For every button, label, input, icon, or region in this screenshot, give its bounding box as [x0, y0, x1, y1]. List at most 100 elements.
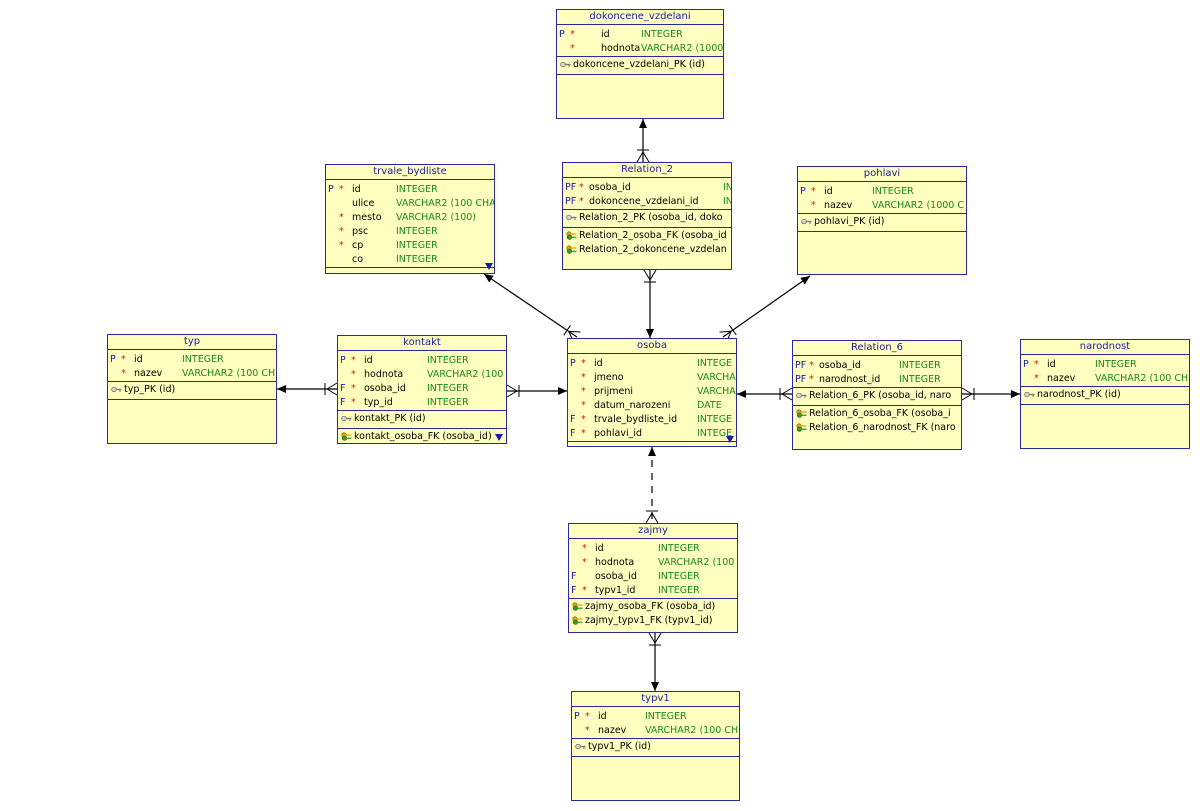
- crow-foot: [649, 269, 657, 281]
- more-columns-arrow-icon[interactable]: [485, 263, 493, 270]
- entity-relation-2[interactable]: Relation_2PF*osoba_idINTPF*dokoncene_vzd…: [562, 162, 732, 270]
- column-type: INTEGER: [872, 186, 914, 197]
- key-flag: P: [1023, 359, 1029, 370]
- foreign-key-label: zajmy_osoba_FK (osoba_id): [585, 601, 716, 612]
- arrowhead: [484, 274, 494, 283]
- column-type: INTEGER: [658, 585, 700, 596]
- key-flag: F: [340, 383, 346, 394]
- column-type: VARCHAR2 (100 CH: [1095, 373, 1189, 384]
- column-name: jmeno: [594, 372, 624, 383]
- column-name: psc: [352, 226, 369, 237]
- more-columns-arrow-icon[interactable]: [495, 434, 503, 441]
- column-name: id: [824, 186, 833, 197]
- key-flag: P: [559, 29, 565, 40]
- foreign-key-row: Relation_2_dokoncene_vzdelan: [563, 243, 731, 257]
- mandatory-marker: *: [339, 240, 344, 251]
- column-type: INTEGER: [396, 254, 438, 265]
- key-flag: F: [571, 585, 577, 596]
- entity-title: osoba: [568, 339, 736, 354]
- mandatory-marker: *: [809, 360, 814, 371]
- crow-foot: [506, 384, 518, 392]
- primary-key-section: Relation_6_PK (osoba_id, naro: [793, 388, 961, 406]
- arrowhead: [558, 387, 567, 395]
- primary-key-section: kontakt_PK (id): [338, 411, 506, 429]
- foreign-key-label: Relation_6_osoba_FK (osoba_i: [809, 408, 951, 419]
- mandatory-marker: *: [582, 543, 587, 554]
- mandatory-marker: *: [579, 196, 584, 207]
- crow-foot: [961, 387, 973, 395]
- entity-title: zajmy: [569, 524, 737, 539]
- column-name: dokoncene_vzdelani_id: [589, 196, 699, 207]
- column-type: VARCHAR2 (100 CHA: [396, 198, 495, 209]
- primary-key-row: typ_PK (id): [108, 383, 276, 397]
- foreign-key-row: zajmy_osoba_FK (osoba_id): [569, 600, 737, 614]
- mandatory-marker: *: [121, 354, 126, 365]
- arrowhead: [277, 385, 286, 393]
- column-name: nazev: [824, 200, 853, 211]
- column-type: DATE: [697, 400, 722, 411]
- column-type: VARCHAR2 (100 CH: [645, 725, 739, 736]
- column-name: id: [352, 184, 361, 195]
- column-name: prijmeni: [594, 386, 633, 397]
- arrowhead: [800, 276, 810, 285]
- more-columns-arrow-icon[interactable]: [726, 436, 734, 443]
- mandatory-marker: *: [581, 372, 586, 383]
- mandatory-marker: *: [339, 212, 344, 223]
- column-name: osoba_id: [364, 383, 406, 394]
- primary-key-section: dokoncene_vzdelani_PK (id): [557, 57, 723, 75]
- crow-foot: [719, 330, 732, 333]
- mandatory-marker: *: [582, 585, 587, 596]
- mandatory-marker: *: [811, 186, 816, 197]
- mandatory-marker: *: [339, 226, 344, 237]
- primary-key-label: dokoncene_vzdelani_PK (id): [573, 59, 705, 70]
- column-name: ulice: [352, 198, 375, 209]
- key-flag: F: [571, 571, 577, 582]
- column-type: INTEGER: [396, 240, 438, 251]
- column-name: osoba_id: [819, 360, 861, 371]
- key-flag: F: [570, 414, 576, 425]
- primary-key-row: pohlavi_PK (id): [798, 215, 966, 229]
- mandatory-marker: *: [579, 182, 584, 193]
- column-name: mesto: [352, 212, 382, 223]
- entity-title: typv1: [572, 692, 739, 707]
- column-type: INTEGER: [658, 571, 700, 582]
- entity-title: typ: [108, 335, 276, 350]
- crow-foot: [326, 382, 338, 390]
- column-type: INTEGE: [697, 414, 733, 425]
- mandatory-marker: *: [570, 29, 575, 40]
- mandatory-marker: *: [581, 358, 586, 369]
- mandatory-marker: *: [1034, 373, 1039, 384]
- arrowhead: [639, 119, 647, 128]
- key-flag: F: [570, 428, 576, 439]
- crow-bar: [728, 324, 737, 336]
